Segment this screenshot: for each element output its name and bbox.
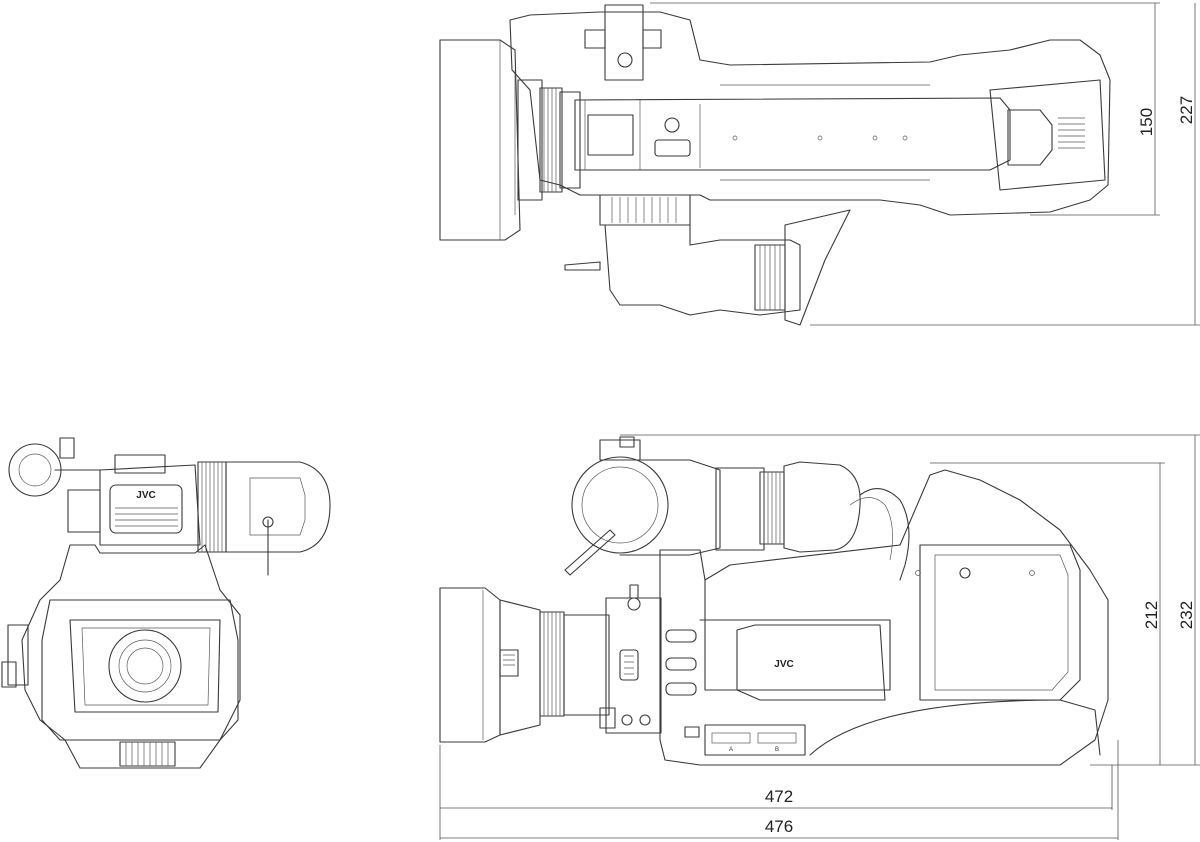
top-view: 150 227 [439, 2, 1200, 326]
front-view-eyecup [225, 461, 331, 553]
top-view-eyecup [784, 209, 851, 326]
front-view-brand-logo: JVC [136, 490, 155, 501]
side-view-slot-label-b: B [775, 747, 779, 753]
front-view-body [21, 544, 241, 769]
front-view-bottom-vent [119, 741, 176, 767]
side-view-mic-lever [564, 529, 616, 576]
top-view-battery [989, 79, 1106, 191]
side-view-lcd-panel [736, 624, 886, 701]
front-view-lens-hood [41, 599, 239, 741]
side-view-card-slot-panel [704, 724, 806, 756]
side-view-brand-logo: JVC [774, 659, 793, 670]
dimension-label-476: 476 [765, 817, 793, 836]
side-view-eyecup [783, 461, 861, 553]
top-view-focus-ring [539, 87, 563, 193]
dimension-label-150: 150 [1137, 108, 1156, 136]
side-view-slot-label-a: A [729, 747, 733, 753]
dimension-label-472: 472 [765, 787, 793, 806]
top-view-eyepiece-ring [599, 194, 691, 226]
top-view-handle [574, 97, 1011, 171]
side-view-button-3 [665, 682, 697, 696]
top-view-lens-ring-1 [517, 79, 543, 201]
top-view-lens-hood [439, 39, 521, 241]
side-view-lens-mount [605, 597, 662, 734]
front-view-mic-holder [8, 443, 62, 497]
side-view-button-1 [665, 629, 697, 643]
front-view-speaker-grille [109, 484, 183, 534]
side-view-lens-hood [439, 587, 501, 743]
side-view-side-panel [919, 544, 1081, 701]
dimension-label-227: 227 [1177, 96, 1196, 124]
side-view-hood-lock [499, 649, 519, 677]
side-view-body [659, 469, 1109, 766]
top-view-mic-holder [604, 4, 644, 81]
top-view-viewfinder [604, 224, 801, 316]
front-view-lens-glass [108, 629, 182, 703]
side-view-zoom-ring [563, 614, 610, 716]
dimension-label-232: 232 [1177, 601, 1196, 629]
side-view-mic-holder [571, 456, 669, 554]
side-view-viewfinder-barrel [715, 467, 765, 551]
dimension-label-212: 212 [1142, 601, 1161, 629]
side-view: JVC A B 212 232 [439, 434, 1200, 840]
side-view-button-2 [665, 657, 697, 671]
top-view-body [509, 11, 1111, 216]
front-view: JVC [1, 437, 331, 769]
top-view-lever [564, 261, 601, 271]
front-view-top-handle [114, 454, 166, 474]
